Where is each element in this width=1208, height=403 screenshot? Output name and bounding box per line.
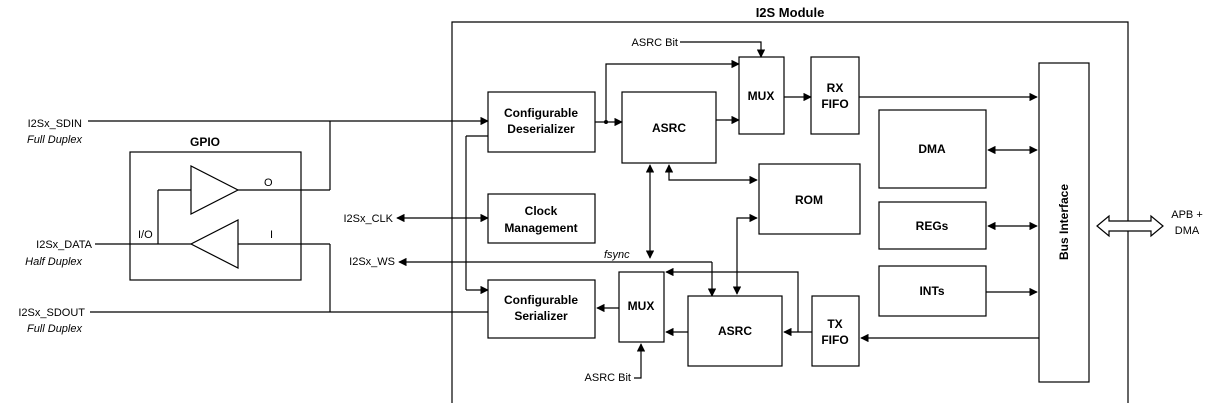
asrc-bit-top: ASRC Bit [632, 37, 678, 49]
sdin-mode: Full Duplex [27, 134, 83, 146]
gpio-port-io: I/O [138, 229, 153, 241]
dma-label: DMA [918, 142, 946, 156]
clock-label-1: Clock [525, 204, 558, 218]
mux-bottom-label: MUX [628, 299, 655, 313]
module-title: I2S Module [756, 5, 825, 20]
mux-bottom-block [618, 271, 665, 343]
tx-fifo-label-1: TX [827, 317, 842, 331]
asrc-bit-top-wire [680, 41, 766, 58]
gpio-port-o: O [264, 177, 273, 189]
deser-bypass-to-mux [605, 59, 740, 122]
dma-block [878, 109, 987, 189]
clock-label-2: Management [504, 221, 577, 235]
fsync-label: fsync [604, 249, 630, 261]
gpio-title: GPIO [190, 135, 220, 149]
ints-block [878, 265, 987, 317]
rx-fifo-block [810, 56, 860, 135]
asrc-top-block [621, 91, 717, 164]
apb-bus-arrow-icon [1096, 214, 1164, 238]
tx-fifo-block [811, 295, 860, 367]
asrc-bit-bottom-wire [634, 343, 646, 379]
rom-block [758, 163, 861, 235]
asrc-top-rom-link [664, 164, 758, 185]
asrc-bottom-rom-link [732, 213, 758, 295]
data-label: I2Sx_DATA [36, 239, 92, 251]
sdout-label: I2Sx_SDOUT [18, 307, 85, 319]
serializer-label-2: Serializer [514, 309, 568, 323]
sdin-label: I2Sx_SDIN [28, 118, 82, 130]
deserializer-block [487, 91, 596, 153]
apb-label-1: APB + [1171, 209, 1203, 221]
mux-top-label: MUX [748, 89, 775, 103]
clk-label: I2Sx_CLK [343, 213, 393, 225]
i2s-module-frame [451, 21, 1129, 403]
serializer-label-1: Configurable [504, 293, 578, 307]
clock-management-block [487, 193, 596, 244]
ws-label: I2Sx_WS [349, 256, 395, 268]
asrc-bit-bottom: ASRC Bit [585, 372, 631, 384]
rx-fifo-label-1: RX [827, 81, 844, 95]
bus-interface-block [1038, 62, 1090, 383]
gpio-block [129, 151, 302, 281]
rom-label: ROM [795, 193, 823, 207]
asrc-bottom-label: ASRC [718, 324, 752, 338]
asrc-top-label: ASRC [652, 121, 686, 135]
deserializer-label-1: Configurable [504, 106, 578, 120]
asrc-bottom-block [687, 295, 783, 367]
tx-bypass-to-mux [665, 267, 799, 332]
bus-interface-label: Bus Interface [1057, 184, 1071, 260]
deserializer-label-2: Deserializer [507, 122, 575, 136]
regs-block [878, 201, 987, 250]
tx-fifo-label-2: FIFO [821, 333, 848, 347]
gpio-port-i: I [270, 229, 273, 241]
apb-label-2: DMA [1175, 225, 1200, 237]
ints-label: INTs [919, 284, 944, 298]
regs-label: REGs [916, 219, 949, 233]
data-mode: Half Duplex [25, 256, 82, 268]
serializer-block [487, 279, 596, 339]
rx-fifo-label-2: FIFO [821, 97, 848, 111]
sdout-mode: Full Duplex [27, 323, 83, 335]
